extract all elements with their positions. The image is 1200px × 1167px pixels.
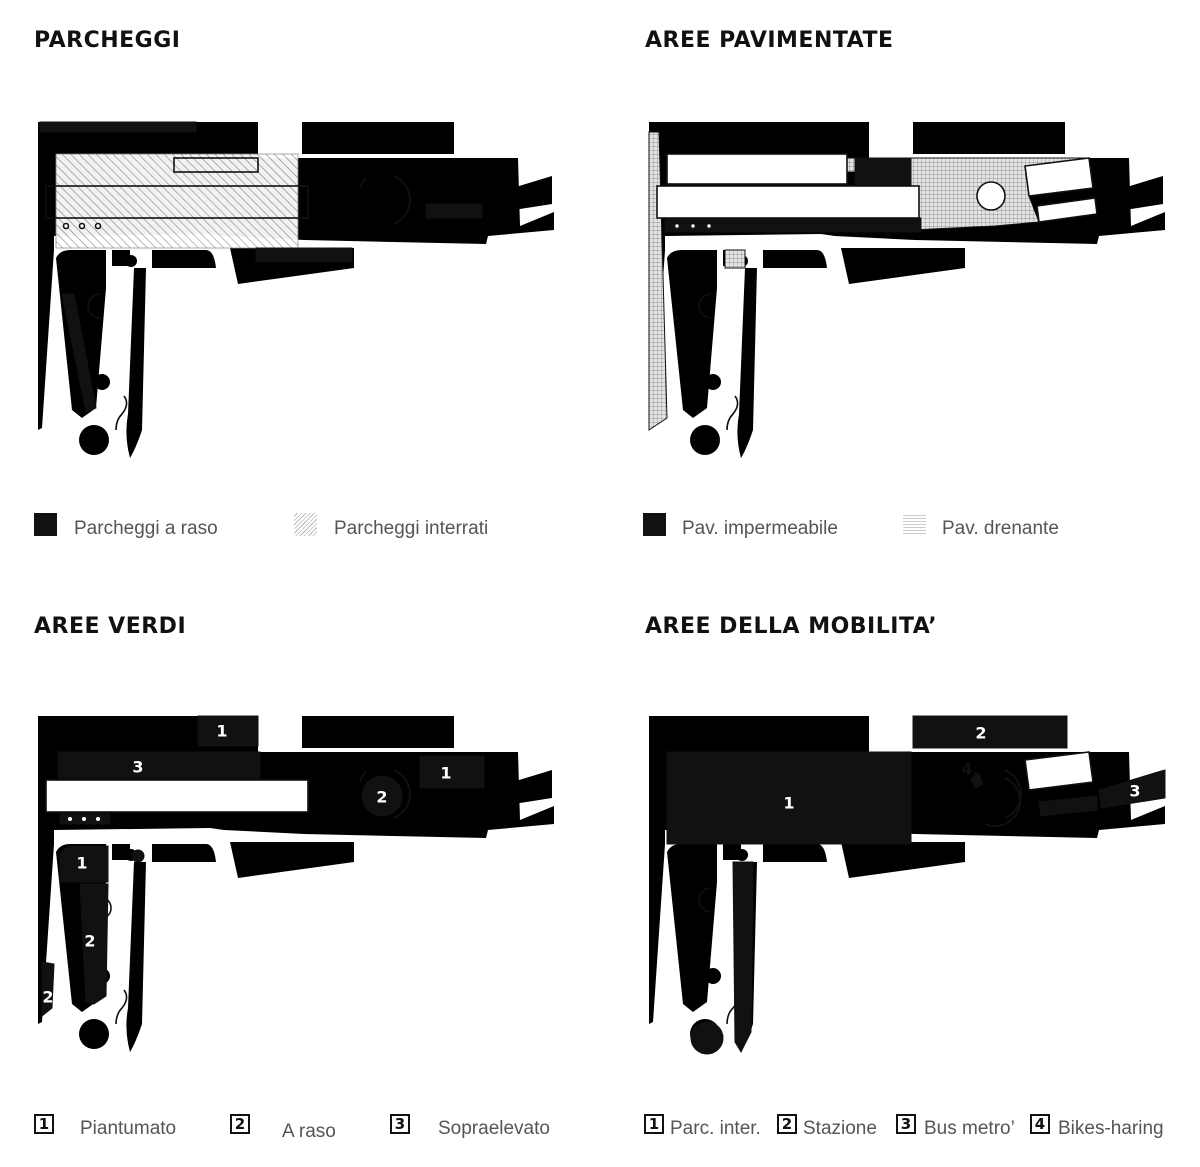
map-label-verdi-1c: 1 [76, 854, 87, 873]
map-label-verdi-2c: 2 [42, 988, 53, 1007]
legend-swatch-underground [294, 513, 317, 536]
panel-title-pavimentate: AREE PAVIMENTATE [645, 28, 894, 53]
legend-label-draining: Pav. drenante [942, 518, 1059, 539]
green-flat-edge [41, 961, 55, 1018]
map-parcheggi [34, 118, 594, 498]
green-flat-circle [361, 775, 403, 817]
legend-label-station: Stazione [803, 1118, 877, 1139]
mobility-underground-parking [666, 751, 912, 845]
legend-label-underground-parking: Parcheggi interrati [334, 518, 489, 539]
map-label-verdi-1b: 1 [440, 764, 451, 783]
draining-pavement-left-wing [648, 131, 668, 431]
legend-num-bus-metro: 3 [896, 1114, 916, 1134]
map-verdi: 1 3 1 2 1 2 2 [34, 712, 594, 1092]
surface-parking-right [425, 203, 483, 219]
map-mobilita: 2 1 4 3 [645, 712, 1200, 1055]
bike-sharing-marker [970, 773, 984, 789]
legend-label-flat: A raso [282, 1121, 336, 1142]
surface-parking-top [39, 121, 197, 133]
mobility-path [732, 861, 754, 1054]
surface-parking-strip [255, 247, 353, 263]
map-label-mobilita-3: 3 [1129, 782, 1140, 801]
legend-swatch-surface [34, 513, 57, 536]
legend-num-bike-sharing: 4 [1030, 1114, 1050, 1134]
map-pavimentate [645, 118, 1200, 498]
green-planted-right [419, 755, 485, 789]
panel-title-verdi: AREE VERDI [34, 614, 187, 639]
green-raised-bar [57, 751, 261, 779]
legend-swatch-draining [903, 513, 926, 536]
legend-label-impermeable: Pav. impermeabile [682, 518, 838, 539]
map-label-verdi-2b: 2 [84, 932, 95, 951]
mobility-terminal-circle [690, 1021, 724, 1055]
panel-title-mobilita: AREE DELLA MOBILITA’ [645, 614, 938, 639]
legend-num-station: 2 [777, 1114, 797, 1134]
legend-label-parc-inter: Parc. inter. [670, 1118, 761, 1139]
legend-num-parc-inter: 1 [644, 1114, 664, 1134]
map-label-verdi-1: 1 [216, 722, 227, 741]
map-label-mobilita-1: 1 [783, 794, 794, 813]
legend-label-bus-metro: Bus metro’ [924, 1118, 1015, 1139]
map-label-mobilita-2: 2 [975, 724, 986, 743]
legend-num-flat: 2 [230, 1114, 250, 1134]
mobility-bus-metro [1098, 769, 1166, 809]
legend-swatch-impermeable [643, 513, 666, 536]
impermeable-pavement-bottom [664, 217, 922, 233]
surface-parking-wing [61, 293, 97, 413]
legend-num-planted: 1 [34, 1114, 54, 1134]
map-label-verdi-2: 2 [376, 788, 387, 807]
draining-pavement-small [724, 249, 746, 269]
legend-label-surface-parking: Parcheggi a raso [74, 518, 218, 539]
legend-label-planted: Piantumato [80, 1118, 177, 1139]
mobility-station [912, 715, 1068, 749]
green-planted-top [197, 715, 259, 747]
green-planted-wing [59, 845, 109, 883]
map-label-verdi-3: 3 [132, 758, 143, 777]
green-flat-wing [79, 883, 109, 1005]
panel-title-parcheggi: PARCHEGGI [34, 28, 181, 53]
map-label-mobilita-4: 4 [961, 760, 972, 779]
legend-num-raised: 3 [390, 1114, 410, 1134]
legend-label-bike-sharing: Bikes-haring [1058, 1118, 1164, 1139]
legend-label-raised: Sopraelevato [438, 1118, 550, 1139]
